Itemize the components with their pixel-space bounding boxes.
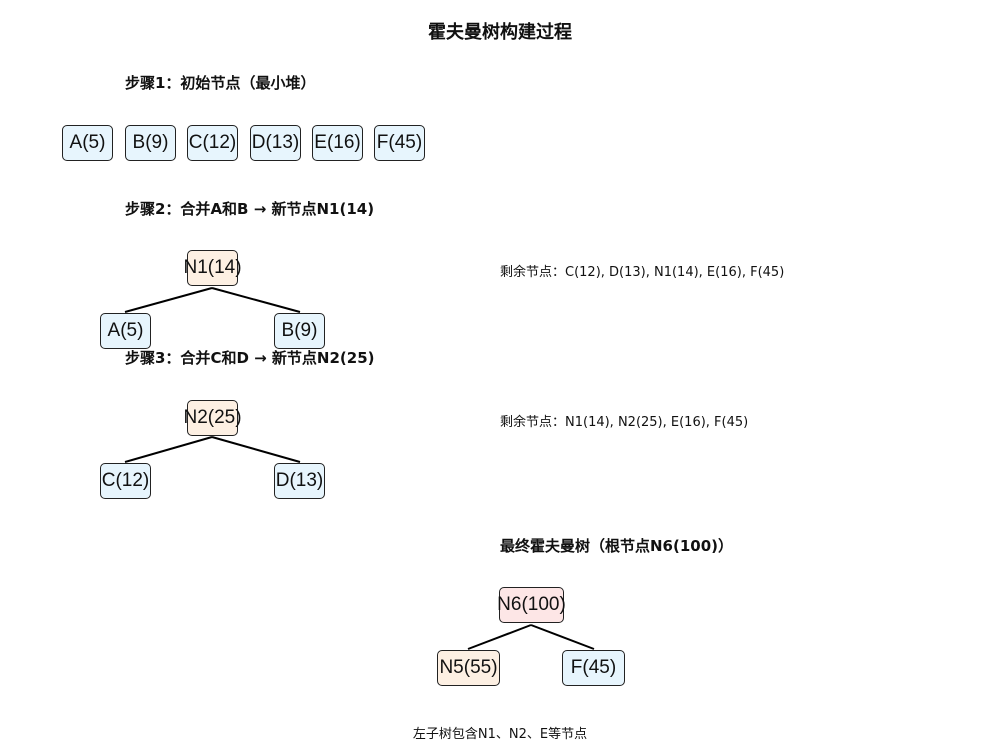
edge-n6-n5: [467, 624, 532, 650]
step1-node-f: F(45): [374, 125, 425, 161]
diagram-title: 霍夫曼树构建过程: [428, 22, 572, 43]
step1-node-a: A(5): [62, 125, 113, 161]
edge-n2-d: [211, 436, 301, 463]
step3-label: 步骤3：合并C和D → 新节点N2(25): [125, 349, 375, 367]
step1-node-b: B(9): [125, 125, 176, 161]
step3-remaining: 剩余节点：N1(14), N2(25), E(16), F(45): [500, 415, 749, 430]
step2-label: 步骤2：合并A和B → 新节点N1(14): [125, 200, 375, 218]
edge-n1-a: [124, 287, 213, 313]
final-node-n6: N6(100): [497, 587, 566, 623]
step2-node-b: B(9): [274, 313, 325, 349]
final-note: 左子树包含N1、N2、E等节点: [412, 727, 588, 742]
step1-node-e: E(16): [312, 125, 363, 161]
final-node-f: F(45): [562, 650, 625, 686]
step2-remaining: 剩余节点：C(12), D(13), N1(14), E(16), F(45): [500, 265, 785, 280]
edge-n6-f: [530, 624, 595, 650]
step3-node-d: D(13): [274, 463, 325, 499]
step3-node-n2: N2(25): [183, 400, 242, 436]
step3-node-c: C(12): [100, 463, 151, 499]
edge-n1-b: [211, 287, 301, 313]
step1-label: 步骤1：初始节点（最小堆）: [125, 74, 316, 92]
final-label: 最终霍夫曼树（根节点N6(100)）: [500, 537, 734, 555]
step1-node-c: C(12): [187, 125, 238, 161]
step2-node-n1: N1(14): [183, 250, 242, 286]
edge-n2-c: [124, 436, 213, 463]
final-node-n5: N5(55): [437, 650, 500, 686]
step1-node-d: D(13): [250, 125, 301, 161]
step2-node-a: A(5): [100, 313, 151, 349]
